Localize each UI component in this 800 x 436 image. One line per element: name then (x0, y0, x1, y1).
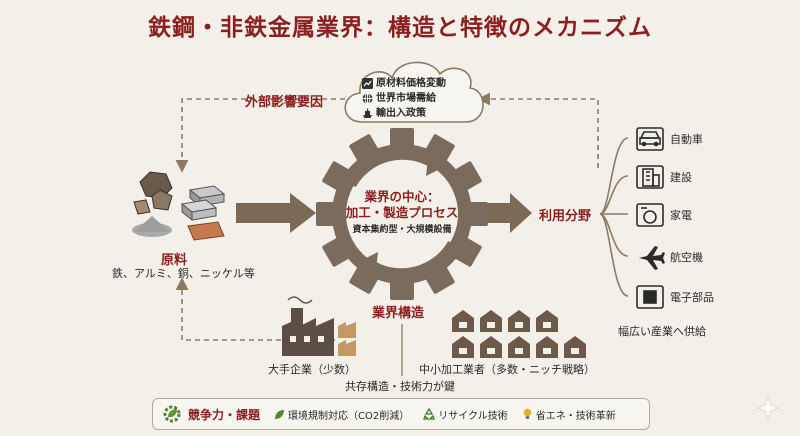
ship-icon (363, 108, 372, 118)
external-factors-list: 原材料価格変動 世界市場需給 輸出入政策 (362, 76, 446, 121)
usage-note: 幅広い産業へ供給 (618, 325, 706, 338)
challenges-title: 競争力・課題 (188, 407, 261, 422)
raw-material-desc: 鉄、アルミ、銅、ニッケル等 (112, 267, 255, 280)
challenge-item: 省エネ・技術革新 (522, 407, 616, 422)
raw-material-title: 原料 (161, 253, 188, 268)
large-factory-icon (282, 296, 356, 356)
usage-item-aircraft: 航空機 (670, 251, 703, 264)
cloud-shape (344, 61, 484, 123)
usage-item-construction: 建設 (670, 171, 692, 184)
center-note: 資本集約型・大規模設備 (352, 225, 452, 235)
raw-materials-icon (132, 171, 226, 241)
external-item: 原材料価格変動 (362, 76, 446, 91)
gear-icon (316, 128, 488, 300)
external-factors-label: 外部影響要因 (245, 95, 324, 110)
usage-label: 利用分野 (539, 209, 592, 224)
usage-branches (599, 137, 629, 297)
usage-item-appliance: 家電 (670, 209, 692, 222)
challenge-item: 環境規制対応（CO2削減） (274, 407, 409, 422)
raw-to-center-arrow (236, 193, 316, 233)
washer-icon (636, 203, 664, 227)
recycle-icon (423, 408, 436, 420)
chart-icon (362, 78, 373, 89)
bulb-icon (523, 408, 532, 419)
small-processors-label: 中小加工業者（多数・ニッチ戦略） (419, 363, 595, 376)
usage-item-electronics: 電子部品 (670, 291, 714, 304)
chip-icon (636, 285, 664, 309)
external-item: 輸出入政策 (362, 106, 446, 121)
challenge-item: リサイクル技術 (423, 407, 508, 422)
plane-icon (639, 246, 665, 270)
flow-arrows (236, 193, 532, 233)
page-title: 鉄鋼・非鉄金属業界：構造と特徴のメカニズム (148, 15, 652, 41)
external-flow-arrows (175, 92, 599, 341)
building-icon (636, 165, 664, 189)
external-item: 世界市場需給 (362, 91, 446, 106)
challenges-bar: 競争力・課題 環境規制対応（CO2削減） リサイクル技術 省エネ・技術革新 (152, 398, 650, 430)
sparkle-icon (756, 396, 780, 420)
center-to-usage-arrow (486, 193, 532, 233)
car-icon (636, 127, 664, 151)
usage-item-car: 自動車 (670, 133, 703, 146)
center-title: 業界の中心： (364, 189, 440, 204)
leaf-icon (275, 409, 285, 419)
structure-label: 業界構造 (372, 306, 425, 321)
globe-icon (362, 93, 373, 104)
structure-note: 共存構造・技術力が鍵 (345, 380, 455, 393)
gear-leaf-icon (163, 405, 181, 423)
center-subtitle: 加工・製造プロセス (345, 205, 459, 220)
small-workshops-icon (452, 310, 586, 358)
large-companies-label: 大手企業（少数） (268, 363, 356, 376)
